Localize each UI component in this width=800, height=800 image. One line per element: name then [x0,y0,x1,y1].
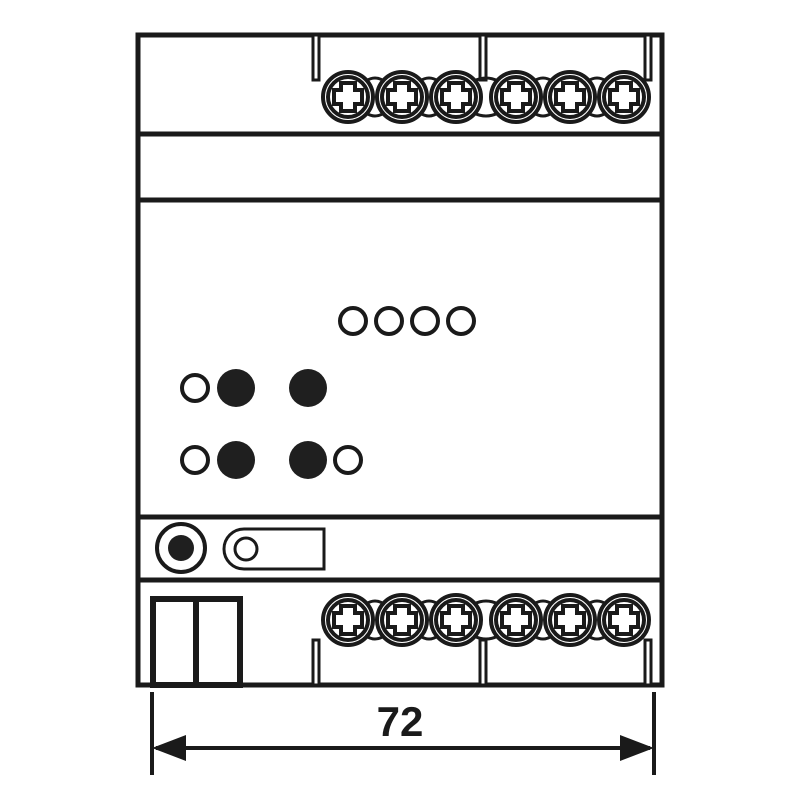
screw-terminal-7[interactable] [321,593,375,647]
screw-terminal-2-cross-icon [386,81,418,113]
top-terminal-row[interactable] [321,70,651,124]
screw-terminal-4[interactable] [489,70,543,124]
channel-indicator-row-1[interactable] [180,369,327,407]
device-body [135,32,665,688]
screw-terminal-9[interactable] [429,593,483,647]
screw-terminal-12-cross-icon [608,604,640,636]
channel-button-b2[interactable] [289,441,327,479]
screw-terminal-8-cross-icon [386,604,418,636]
screw-terminal-1[interactable] [321,70,375,124]
screw-terminal-1-cross-icon [332,81,364,113]
channel-led-b2[interactable] [333,445,363,475]
status-led-3[interactable] [410,306,440,336]
screw-terminal-5-cross-icon [554,81,586,113]
device-outline [135,32,665,688]
terminal-divider-top-2 [478,33,488,82]
screw-terminal-6-cross-icon [608,81,640,113]
terminal-divider-bottom-3 [643,638,653,687]
screw-terminal-11-cross-icon [554,604,586,636]
channel-button-b1[interactable] [217,441,255,479]
width-dimension: 72 [150,692,656,775]
programming-controls[interactable] [155,522,326,574]
status-led-4[interactable] [446,306,476,336]
terminal-divider-bottom-1 [311,638,321,687]
channel-button-a2[interactable] [289,369,327,407]
programming-led[interactable] [233,536,259,562]
terminal-divider-bottom-2 [478,638,488,687]
bus-connector [150,596,243,688]
bottom-terminal-row[interactable] [321,593,651,647]
channel-led-b1[interactable] [180,445,210,475]
channel-button-a1[interactable] [217,369,255,407]
screw-terminal-10[interactable] [489,593,543,647]
screw-terminal-11[interactable] [543,593,597,647]
screw-terminal-12[interactable] [597,593,651,647]
terminal-dividers [311,33,653,687]
screw-terminal-3[interactable] [429,70,483,124]
screw-terminal-2[interactable] [375,70,429,124]
channel-led-a1[interactable] [180,373,210,403]
status-indicator-row[interactable] [338,306,476,336]
terminal-divider-top-1 [311,33,321,82]
screw-terminal-7-cross-icon [332,604,364,636]
programming-button-core[interactable] [168,535,194,561]
channel-indicator-row-2[interactable] [180,441,363,479]
terminal-divider-top-3 [643,33,653,82]
status-led-1[interactable] [338,306,368,336]
screw-terminal-9-cross-icon [440,604,472,636]
screw-terminal-3-cross-icon [440,81,472,113]
screw-terminal-6[interactable] [597,70,651,124]
screw-terminal-5[interactable] [543,70,597,124]
screw-terminal-8[interactable] [375,593,429,647]
screw-terminal-4-cross-icon [500,81,532,113]
dimension-value-label: 72 [377,698,424,745]
status-led-2[interactable] [374,306,404,336]
screw-terminal-10-cross-icon [500,604,532,636]
